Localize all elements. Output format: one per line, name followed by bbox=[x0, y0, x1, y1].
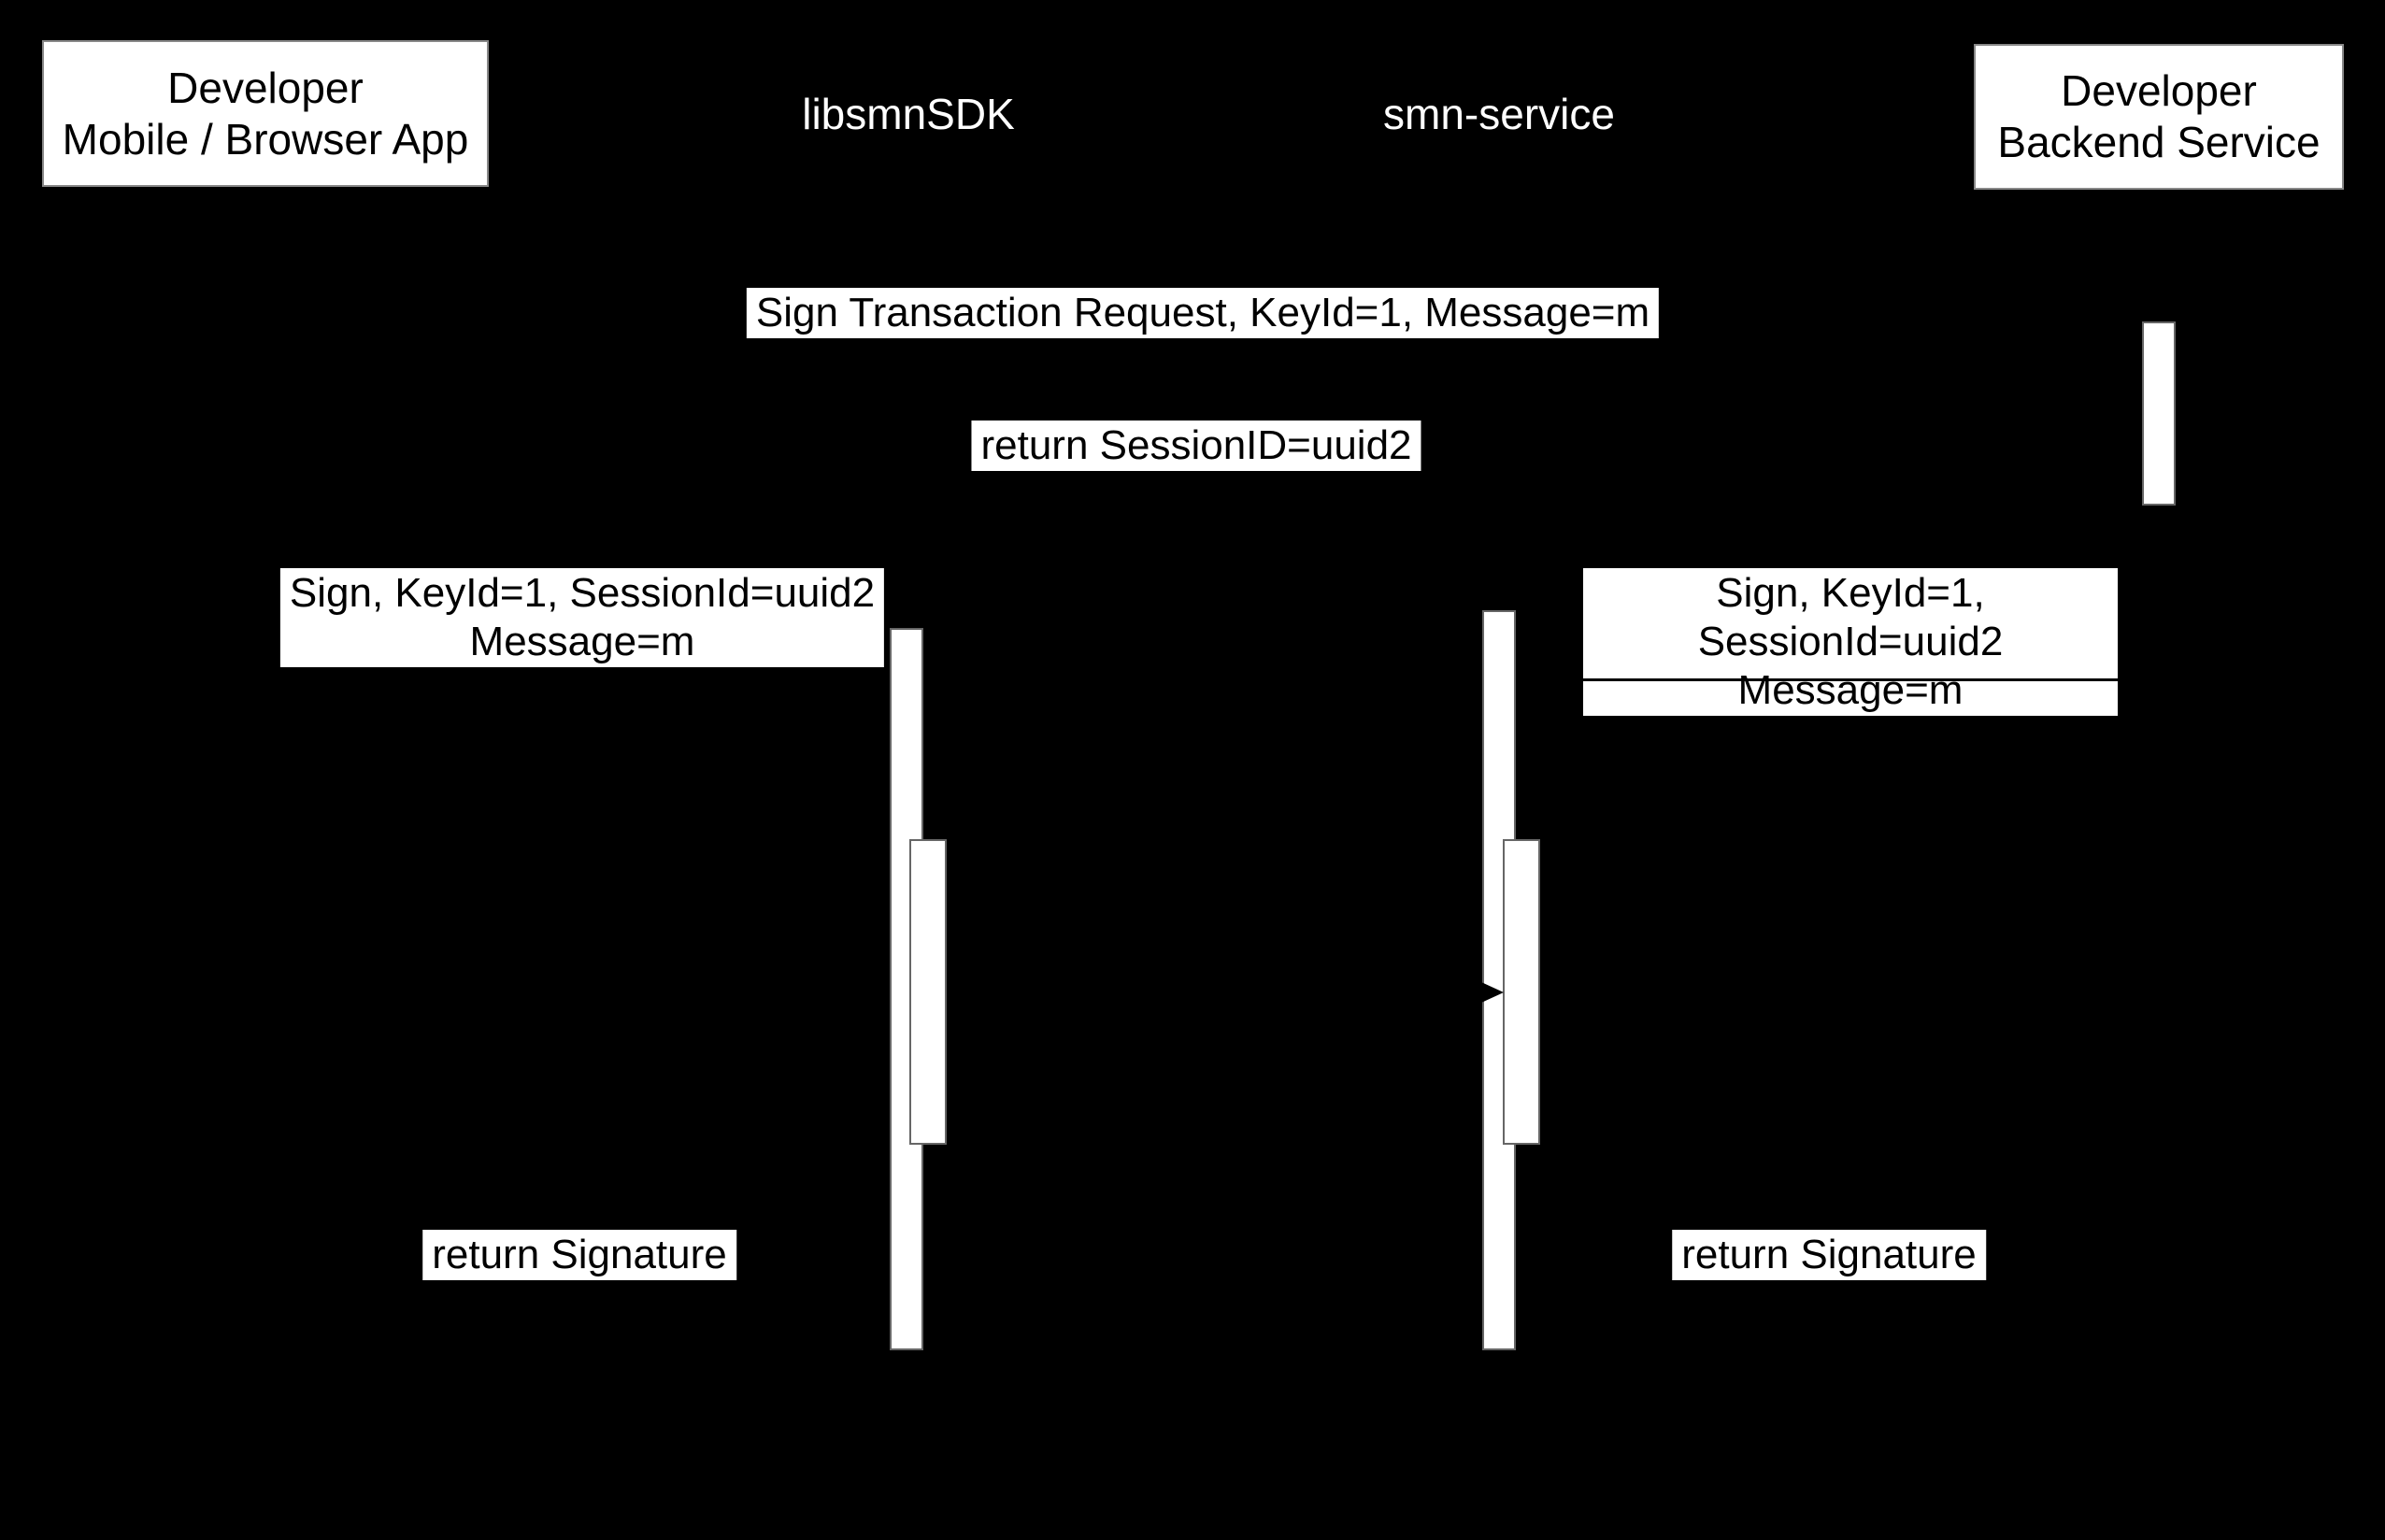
arrow-sign-right bbox=[1516, 678, 2159, 681]
actor-label-libsmnsdk: libsmnSDK bbox=[802, 90, 1015, 138]
actor-box-backend-service: Developer Backend Service bbox=[1974, 44, 2344, 190]
activation-backend-service bbox=[2142, 321, 2176, 506]
activation-libsmnsdk-nested bbox=[909, 839, 947, 1145]
arrow-sign-left bbox=[265, 678, 890, 681]
actor-label-smn-service: smn-service bbox=[1383, 90, 1615, 138]
actor-box-mobile-app: Developer Mobile / Browser App bbox=[42, 40, 489, 187]
message-return-signature-right: return Signature bbox=[1672, 1230, 1986, 1280]
arrow-return-signature-left bbox=[265, 1293, 890, 1296]
message-return-signature-left: return Signature bbox=[422, 1230, 736, 1280]
lifeline-mobile-app bbox=[264, 187, 266, 1476]
message-sign-transaction-request: Sign Transaction Request, KeyId=1, Messa… bbox=[746, 288, 1660, 338]
message-return-sessionid: return SessionID=uuid2 bbox=[971, 421, 1421, 471]
arrow-return-sessionid bbox=[908, 481, 1499, 484]
arrow-sdk-to-smn bbox=[947, 991, 1481, 993]
arrowhead-sdk-to-smn bbox=[1481, 982, 1504, 1003]
activation-smn-service-nested bbox=[1503, 839, 1540, 1145]
message-sign-left: Sign, KeyId=1, SessionId=uuid2 Message=m bbox=[279, 568, 885, 667]
message-sign-right: Sign, KeyId=1, SessionId=uuid2 Message=m bbox=[1583, 568, 2118, 716]
arrow-return-signature-right bbox=[1516, 1293, 2159, 1296]
lifeline-backend-service bbox=[2158, 190, 2160, 1476]
arrow-sign-transaction-request bbox=[908, 349, 1499, 351]
